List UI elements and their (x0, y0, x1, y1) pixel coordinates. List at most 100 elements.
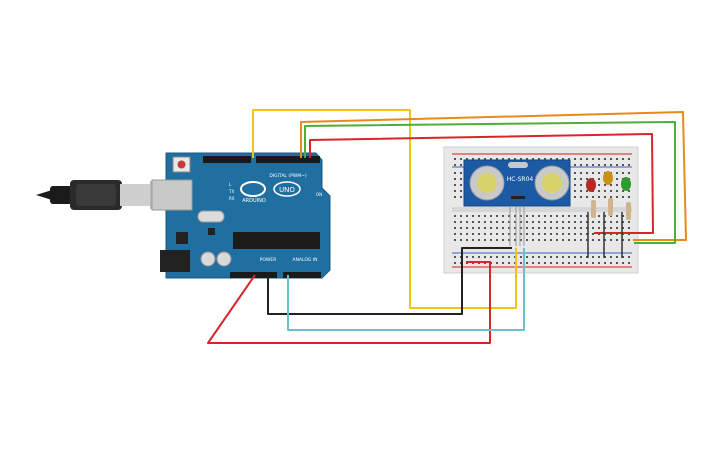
breadboard-hole (592, 262, 594, 264)
breadboard-hole (586, 172, 588, 174)
breadboard-hole (610, 184, 612, 186)
breadboard-hole (490, 233, 492, 235)
breadboard-hole (544, 221, 546, 223)
breadboard-hole (532, 215, 534, 217)
breadboard-hole (538, 233, 540, 235)
breadboard-hole (460, 233, 462, 235)
breadboard-hole (616, 239, 618, 241)
breadboard-hole (496, 158, 498, 160)
breadboard-hole (598, 215, 600, 217)
breadboard-hole (574, 221, 576, 223)
breadboard-hole (622, 221, 624, 223)
breadboard-hole (484, 256, 486, 258)
breadboard-hole (562, 158, 564, 160)
green-wire (304, 121, 676, 244)
breadboard-hole (628, 221, 630, 223)
led-gnd-wires (587, 212, 623, 258)
breadboard-hole (574, 196, 576, 198)
breadboard-hole (622, 164, 624, 166)
breadboard-hole (544, 215, 546, 217)
breadboard-hole (508, 233, 510, 235)
breadboard-hole (574, 164, 576, 166)
breadboard-hole (562, 256, 564, 258)
breadboard-hole (544, 227, 546, 229)
breadboard-hole (466, 158, 468, 160)
breadboard-hole (502, 233, 504, 235)
breadboard-hole (472, 221, 474, 223)
tx-label: TX (228, 189, 234, 194)
breadboard-hole (484, 227, 486, 229)
breadboard-hole (604, 215, 606, 217)
breadboard-hole (508, 221, 510, 223)
breadboard-hole (622, 256, 624, 258)
breadboard-hole (574, 262, 576, 264)
breadboard-hole (562, 221, 564, 223)
breadboard-hole (544, 262, 546, 264)
arduino-brand-label: ARDUINO (242, 198, 266, 204)
breadboard-hole (454, 262, 456, 264)
digital-header-label: DIGITAL (PWM~) (269, 173, 307, 179)
resistors (591, 198, 631, 220)
breadboard-hole (532, 221, 534, 223)
breadboard-hole (604, 196, 606, 198)
breadboard-hole (628, 172, 630, 174)
breadboard-hole (460, 221, 462, 223)
power-label: POWER (260, 257, 277, 263)
breadboard-hole (580, 256, 582, 258)
breadboard-hole (622, 172, 624, 174)
breadboard-hole (520, 256, 522, 258)
breadboard-hole (586, 190, 588, 192)
breadboard-hole (622, 158, 624, 160)
breadboard-hole (586, 158, 588, 160)
breadboard-hole (520, 158, 522, 160)
breadboard-hole (586, 196, 588, 198)
breadboard-hole (514, 158, 516, 160)
breadboard-hole (508, 262, 510, 264)
breadboard-hole (550, 239, 552, 241)
breadboard-hole (568, 256, 570, 258)
breadboard-hole (556, 239, 558, 241)
breadboard-hole (580, 178, 582, 180)
breadboard-hole (592, 233, 594, 235)
breadboard-hole (556, 158, 558, 160)
breadboard-hole (502, 158, 504, 160)
l-label: L (229, 182, 232, 187)
breadboard-hole (484, 233, 486, 235)
breadboard-hole (568, 215, 570, 217)
breadboard-hole (622, 262, 624, 264)
breadboard-hole (550, 227, 552, 229)
breadboard-hole (484, 215, 486, 217)
breadboard-hole (580, 239, 582, 241)
breadboard-hole (628, 196, 630, 198)
breadboard-hole (616, 184, 618, 186)
breadboard-hole (454, 227, 456, 229)
breadboard-hole (484, 221, 486, 223)
breadboard-hole (580, 158, 582, 160)
breadboard-hole (562, 215, 564, 217)
breadboard-hole (544, 233, 546, 235)
red-wire (309, 133, 654, 234)
breadboard-hole (580, 172, 582, 174)
breadboard-hole (550, 215, 552, 217)
ultrasonic-sensor: HC-SR04 (463, 159, 571, 207)
breadboard-hole (598, 262, 600, 264)
breadboard-hole (502, 221, 504, 223)
leds (586, 171, 631, 192)
breadboard-hole (484, 158, 486, 160)
breadboard-hole (610, 190, 612, 192)
breadboard-hole (580, 233, 582, 235)
breadboard-hole (610, 262, 612, 264)
breadboard-hole (454, 184, 456, 186)
breadboard-hole (604, 221, 606, 223)
breadboard-hole (526, 262, 528, 264)
analog-in-label: ANALOG IN (292, 257, 317, 263)
breadboard-hole (628, 227, 630, 229)
black-gnd-wire (267, 247, 512, 315)
breadboard-hole (544, 158, 546, 160)
usb-cable (36, 180, 168, 210)
breadboard-hole (520, 221, 522, 223)
breadboard-hole (622, 196, 624, 198)
breadboard-hole (616, 262, 618, 264)
cyan-wire (287, 248, 525, 331)
